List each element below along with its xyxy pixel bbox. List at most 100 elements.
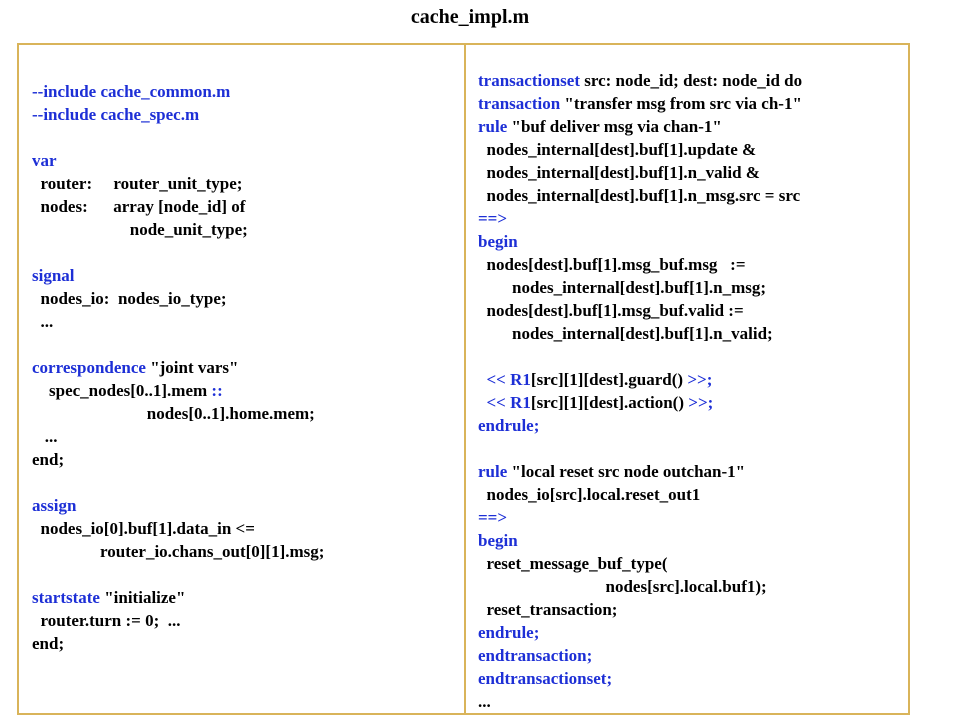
code-text: end; bbox=[32, 450, 65, 469]
file-title: cache_impl.m bbox=[410, 6, 530, 28]
code-line: endrule; bbox=[478, 414, 802, 437]
code-line: << R1[src][1][dest].action() >>; bbox=[478, 391, 802, 414]
code-keyword: --include cache_spec.m bbox=[32, 105, 200, 124]
code-keyword: >>; bbox=[688, 393, 714, 412]
code-line: ==> bbox=[478, 207, 802, 230]
code-text: nodes[dest].buf[1].msg_buf.valid := bbox=[478, 301, 744, 320]
code-line: router: router_unit_type; bbox=[32, 172, 324, 195]
code-line: spec_nodes[0..1].mem :: bbox=[32, 379, 324, 402]
right-code-panel: transactionset src: node_id; dest: node_… bbox=[478, 69, 802, 713]
code-text: nodes[src].local.buf1); bbox=[478, 577, 767, 596]
code-text: nodes_internal[dest].buf[1].update & bbox=[478, 140, 757, 159]
code-frame: --include cache_common.m --include cache_… bbox=[17, 43, 910, 715]
code-keyword: correspondence bbox=[32, 358, 146, 377]
code-line bbox=[32, 333, 324, 356]
code-text: nodes_io[0].buf[1].data_in <= bbox=[32, 519, 255, 538]
code-line: begin bbox=[478, 230, 802, 253]
code-line: rule "buf deliver msg via chan-1" bbox=[478, 115, 802, 138]
code-text: "initialize" bbox=[99, 588, 186, 607]
code-line: node_unit_type; bbox=[32, 218, 324, 241]
code-line: signal bbox=[32, 264, 324, 287]
code-line: nodes[src].local.buf1); bbox=[478, 575, 802, 598]
code-text: nodes_io: nodes_io_type; bbox=[32, 289, 227, 308]
code-text: [src][1][dest].guard() bbox=[530, 370, 688, 389]
code-line: nodes[dest].buf[1].msg_buf.valid := bbox=[478, 299, 802, 322]
code-text: router_io.chans_out[0][1].msg; bbox=[32, 542, 325, 561]
code-keyword: var bbox=[32, 151, 57, 170]
code-line: nodes_io[src].local.reset_out1 bbox=[478, 483, 802, 506]
code-line: << R1[src][1][dest].guard() >>; bbox=[478, 368, 802, 391]
code-text: [src][1][dest].action() bbox=[530, 393, 689, 412]
column-divider bbox=[464, 45, 466, 713]
code-keyword: transaction bbox=[478, 94, 561, 113]
code-line: startstate "initialize" bbox=[32, 586, 324, 609]
code-text: src: node_id; dest: node_id do bbox=[579, 71, 803, 90]
code-keyword: assign bbox=[32, 496, 77, 515]
code-line: endtransactionset; bbox=[478, 667, 802, 690]
code-line: nodes[0..1].home.mem; bbox=[32, 402, 324, 425]
code-line: nodes_internal[dest].buf[1].n_valid & bbox=[478, 161, 802, 184]
code-keyword: transactionset bbox=[478, 71, 580, 90]
code-keyword: R1 bbox=[510, 370, 531, 389]
code-line: var bbox=[32, 149, 324, 172]
code-line: end; bbox=[32, 448, 324, 471]
code-text: node_unit_type; bbox=[32, 220, 248, 239]
code-keyword: << bbox=[478, 393, 511, 412]
code-line: --include cache_spec.m bbox=[32, 103, 324, 126]
code-keyword: endtransactionset; bbox=[478, 669, 613, 688]
code-keyword: endtransaction; bbox=[478, 646, 593, 665]
code-text: nodes[dest].buf[1].msg_buf.msg := bbox=[478, 255, 746, 274]
code-line: nodes_internal[dest].buf[1].n_msg.src = … bbox=[478, 184, 802, 207]
code-keyword: R1 bbox=[510, 393, 531, 412]
code-text: "local reset src node outchan-1" bbox=[507, 462, 746, 481]
code-keyword: endrule; bbox=[478, 623, 540, 642]
code-line: nodes_io[0].buf[1].data_in <= bbox=[32, 517, 324, 540]
code-line: assign bbox=[32, 494, 324, 517]
code-text: end; bbox=[32, 634, 65, 653]
code-text: ... bbox=[32, 427, 58, 446]
code-line: endrule; bbox=[478, 621, 802, 644]
code-text: "buf deliver msg via chan-1" bbox=[507, 117, 722, 136]
code-line: ... bbox=[32, 310, 324, 333]
code-keyword: endrule; bbox=[478, 416, 540, 435]
code-line: reset_message_buf_type( bbox=[478, 552, 802, 575]
code-keyword: rule bbox=[478, 462, 508, 481]
code-line: --include cache_common.m bbox=[32, 80, 324, 103]
code-line: ... bbox=[478, 690, 802, 713]
left-code-panel: --include cache_common.m --include cache_… bbox=[32, 80, 324, 655]
code-text: nodes[0..1].home.mem; bbox=[32, 404, 315, 423]
code-line: reset_transaction; bbox=[478, 598, 802, 621]
code-line bbox=[478, 437, 802, 460]
code-line: nodes[dest].buf[1].msg_buf.msg := bbox=[478, 253, 802, 276]
code-line: nodes_io: nodes_io_type; bbox=[32, 287, 324, 310]
code-keyword: ==> bbox=[478, 209, 508, 228]
code-line: nodes: array [node_id] of bbox=[32, 195, 324, 218]
code-line: nodes_internal[dest].buf[1].n_valid; bbox=[478, 322, 802, 345]
code-keyword: :: bbox=[211, 381, 223, 400]
code-line: router.turn := 0; ... bbox=[32, 609, 324, 632]
code-line: correspondence "joint vars" bbox=[32, 356, 324, 379]
code-text: "joint vars" bbox=[145, 358, 239, 377]
code-keyword: rule bbox=[478, 117, 508, 136]
code-line: end; bbox=[32, 632, 324, 655]
code-keyword: begin bbox=[478, 232, 518, 251]
code-line bbox=[32, 241, 324, 264]
code-text: nodes_internal[dest].buf[1].n_msg; bbox=[478, 278, 767, 297]
code-line: rule "local reset src node outchan-1" bbox=[478, 460, 802, 483]
code-keyword: ==> bbox=[478, 508, 508, 527]
code-text: spec_nodes[0..1].mem bbox=[32, 381, 212, 400]
code-keyword: --include cache_common.m bbox=[32, 82, 231, 101]
code-text: ... bbox=[32, 312, 54, 331]
code-line: endtransaction; bbox=[478, 644, 802, 667]
code-line: nodes_internal[dest].buf[1].n_msg; bbox=[478, 276, 802, 299]
code-line: transaction "transfer msg from src via c… bbox=[478, 92, 802, 115]
code-text: router.turn := 0; ... bbox=[32, 611, 181, 630]
code-line: router_io.chans_out[0][1].msg; bbox=[32, 540, 324, 563]
code-text: reset_transaction; bbox=[478, 600, 618, 619]
code-keyword: startstate bbox=[32, 588, 100, 607]
code-keyword: >>; bbox=[687, 370, 713, 389]
code-line bbox=[32, 563, 324, 586]
code-keyword: << bbox=[478, 370, 511, 389]
code-text: "transfer msg from src via ch-1" bbox=[560, 94, 802, 113]
code-text: nodes: array [node_id] of bbox=[32, 197, 246, 216]
